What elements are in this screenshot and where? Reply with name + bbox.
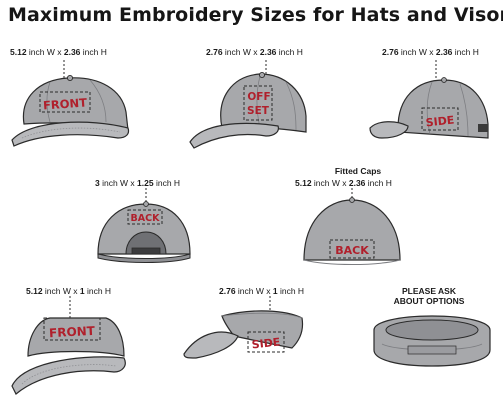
visor-side-label: SIDE [251,336,281,352]
front-label: FRONT [43,95,88,112]
cap-offset-illustration: OFF SET [189,60,307,149]
dim-visor-side: 2.76 inch W x 1 inch H [219,286,305,296]
embroidery-area-box [247,331,285,353]
offset-label-bottom: SET [247,105,270,117]
please-ask-line2: ABOUT OPTIONS [393,296,465,306]
visor-options-illustration [373,315,491,367]
fitted-caps-heading: Fitted Caps [334,166,382,176]
dim-fitted-back: 5.12 inch W x 2.36 inch H [295,178,392,188]
offset-label-top: OFF [247,91,270,103]
cap-side-illustration: SIDE [369,60,489,139]
dim-cap-offset: 2.76 inch W x 2.36 inch H [206,47,303,57]
visor-front-label: FRONT [49,324,96,340]
please-ask-note: PLEASE ASK ABOUT OPTIONS [384,286,474,306]
embroidery-area-box [329,239,375,259]
please-ask-line1: PLEASE ASK [401,286,456,296]
fitted-cap-back-illustration: BACK [303,188,401,265]
dim-visor-front: 5.12 inch W x 1 inch H [26,286,112,296]
dim-cap-front: 5.12 inch W x 2.36 inch H [10,47,107,57]
side-label: SIDE [425,114,455,130]
visor-side-illustration: SIDE [183,296,304,359]
embroidery-area-box [43,317,101,341]
embroidery-area-box [39,91,91,113]
page-title: Maximum Embroidery Sizes for Hats and Vi… [8,4,503,26]
fitted-back-label: BACK [335,244,369,257]
cap-front-illustration: FRONT [11,60,130,147]
embroidery-area-box [243,85,273,121]
back-label: BACK [131,213,161,224]
embroidery-area-box [127,209,163,225]
dim-cap-side: 2.76 inch W x 2.36 inch H [382,47,479,57]
embroidery-area-box [421,107,459,131]
dim-cap-back: 3 inch W x 1.25 inch H [95,178,181,188]
visor-front-illustration: FRONT [11,296,126,395]
cap-back-illustration: BACK [97,188,191,263]
